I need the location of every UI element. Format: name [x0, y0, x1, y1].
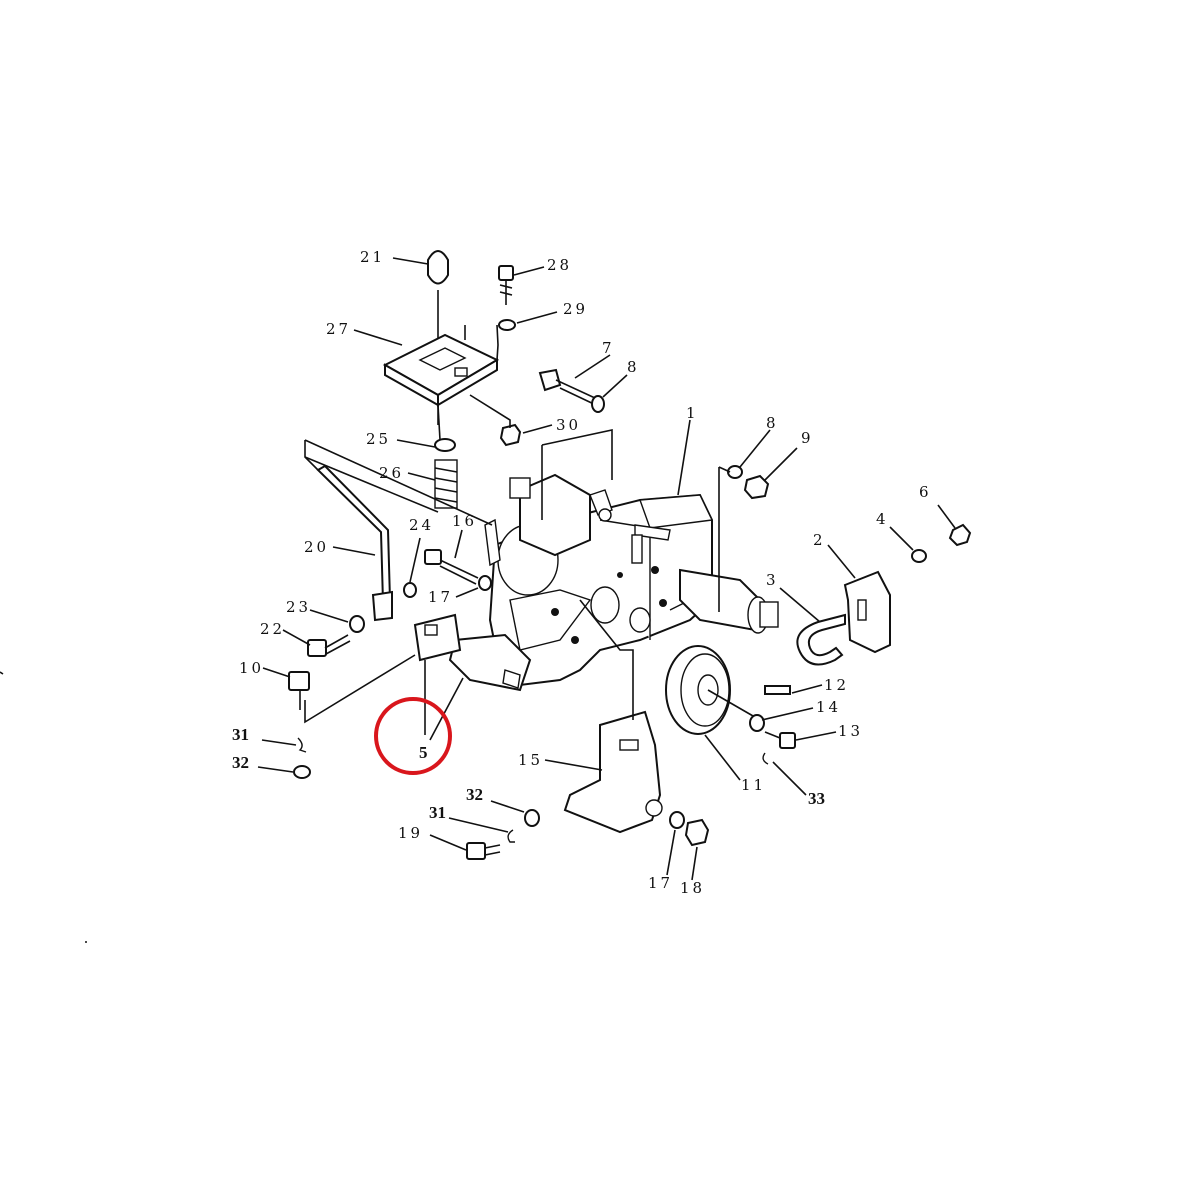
- label-2: 2: [813, 531, 826, 549]
- bolt-10: [288, 671, 310, 710]
- stray-tick: [0, 671, 4, 675]
- label-1: 1: [686, 404, 699, 422]
- nut-9: [743, 474, 770, 500]
- label-30: 30: [556, 416, 581, 434]
- nut-30: [499, 423, 522, 447]
- washer-14: [749, 714, 765, 732]
- washer-17-top: [478, 575, 492, 591]
- u-bolt-3: [796, 613, 846, 666]
- label-16: 16: [452, 512, 477, 530]
- bolt-19: [466, 842, 501, 860]
- label-20: 20: [304, 538, 329, 556]
- stray-dot: [85, 941, 87, 943]
- label-29: 29: [563, 300, 588, 318]
- key-12: [764, 685, 791, 695]
- label-17-top: 17: [428, 588, 453, 606]
- label-25: 25: [366, 430, 391, 448]
- bolt-13: [764, 731, 796, 749]
- callout-labels: 21 28 29 27 7 8 25 30 1 8 9 26 6 4 2 24 …: [232, 248, 932, 897]
- washer-32-bottom: [524, 809, 540, 827]
- label-33: 33: [808, 789, 825, 808]
- label-21: 21: [360, 248, 385, 266]
- bolt-7: [538, 368, 599, 407]
- label-6: 6: [919, 483, 932, 501]
- label-11: 11: [741, 776, 766, 794]
- label-26: 26: [379, 464, 404, 482]
- washer-8-right: [727, 465, 743, 479]
- label-14: 14: [816, 698, 841, 716]
- nut-6: [948, 523, 972, 547]
- leader-lines: [257, 257, 956, 881]
- right-shaft-housing: [679, 568, 779, 634]
- label-22: 22: [260, 620, 285, 638]
- clip-31-bottom: [507, 829, 515, 843]
- washer-23: [349, 615, 365, 633]
- side-bracket: [413, 613, 462, 662]
- bracket-2: [843, 570, 891, 654]
- label-17-bottom: 17: [648, 874, 673, 892]
- label-12: 12: [824, 676, 849, 694]
- shift-lever-assembly: [589, 489, 671, 564]
- label-32-bottom: 32: [466, 785, 483, 804]
- label-15: 15: [518, 751, 543, 769]
- label-3: 3: [766, 571, 779, 589]
- washer-8-top: [591, 395, 605, 413]
- label-19: 19: [398, 824, 423, 842]
- label-31-bottom: 31: [429, 803, 446, 822]
- spring-26: [434, 438, 458, 509]
- label-24: 24: [409, 516, 434, 534]
- bolt-16: [424, 549, 479, 585]
- washer-29: [498, 319, 516, 331]
- left-shaft-housing: [484, 473, 591, 567]
- label-28: 28: [547, 256, 572, 274]
- label-4: 4: [876, 510, 889, 528]
- label-5: 5: [419, 743, 428, 762]
- bolt-28: [498, 265, 514, 305]
- washer-32-left: [293, 765, 311, 779]
- label-18: 18: [680, 879, 705, 897]
- washer-4: [911, 549, 927, 563]
- clip-33: [762, 752, 769, 765]
- bolt-22: [307, 634, 351, 657]
- washer-17-bottom: [669, 811, 685, 829]
- label-9: 9: [801, 429, 814, 447]
- nut-24: [403, 582, 417, 598]
- clip-31-left: [297, 737, 307, 753]
- label-32-left: 32: [232, 753, 249, 772]
- lower-base-bracket: [448, 633, 532, 692]
- label-7: 7: [602, 339, 615, 357]
- label-8-top: 8: [627, 358, 640, 376]
- nut-18: [684, 818, 710, 847]
- label-13: 13: [838, 722, 863, 740]
- pulley-11: [665, 645, 761, 735]
- belt-cover-15: [563, 710, 663, 834]
- label-10: 10: [239, 659, 264, 677]
- highlight-circle: [374, 697, 452, 775]
- label-31-left: 31: [232, 725, 249, 744]
- label-23: 23: [286, 598, 311, 616]
- label-8-right: 8: [766, 414, 779, 432]
- label-27: 27: [326, 320, 351, 338]
